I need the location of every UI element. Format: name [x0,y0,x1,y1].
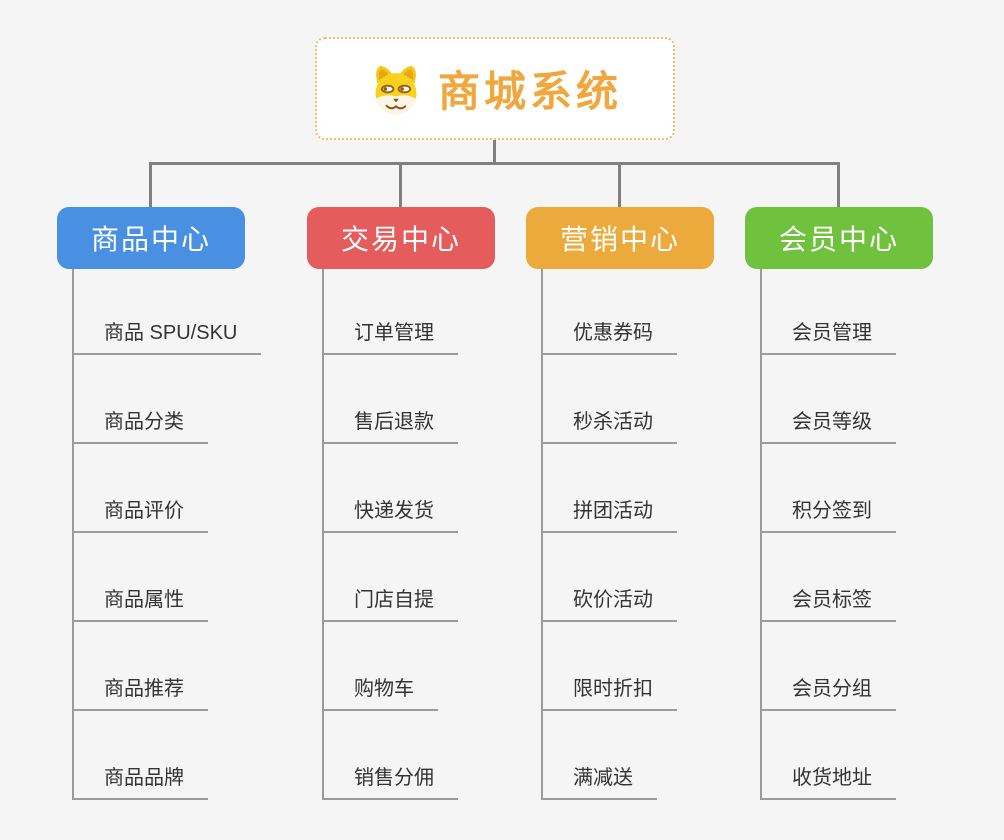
leaf-topic[interactable]: 积分签到 [762,444,896,533]
leaf-topic[interactable]: 购物车 [324,622,438,711]
branch-members-children: 会员管理 会员等级 积分签到 会员标签 会员分组 收货地址 [760,269,896,800]
leaf-topic[interactable]: 商品推荐 [74,622,208,711]
leaf-topic[interactable]: 订单管理 [324,269,458,355]
leaf-topic[interactable]: 会员等级 [762,355,896,444]
connector-drop-products [149,164,152,207]
leaf-topic[interactable]: 满减送 [543,711,657,800]
leaf-topic[interactable]: 商品 SPU/SKU [74,269,262,355]
leaf-topic[interactable]: 会员标签 [762,533,896,622]
leaf-topic[interactable]: 销售分佣 [324,711,458,800]
leaf-topic[interactable]: 商品属性 [74,533,208,622]
branch-node-products[interactable]: 商品中心 [57,207,245,269]
connector-horizontal [149,162,840,165]
branch-products: 商品中心 商品 SPU/SKU 商品分类 商品评价 商品属性 商品推荐 商品品牌 [57,207,262,800]
branch-trade-children: 订单管理 售后退款 快递发货 门店自提 购物车 销售分佣 [322,269,458,800]
dog-face-icon [368,62,424,116]
leaf-topic[interactable]: 商品分类 [74,355,208,444]
leaf-topic[interactable]: 限时折扣 [543,622,677,711]
leaf-topic[interactable]: 售后退款 [324,355,458,444]
branch-marketing-children: 优惠券码 秒杀活动 拼团活动 砍价活动 限时折扣 满减送 [541,269,677,800]
leaf-topic[interactable]: 商品评价 [74,444,208,533]
leaf-topic[interactable]: 秒杀活动 [543,355,677,444]
connector-drop-trade [399,164,402,207]
branch-products-children: 商品 SPU/SKU 商品分类 商品评价 商品属性 商品推荐 商品品牌 [72,269,262,800]
root-topic-label: 商城系统 [437,68,622,115]
leaf-topic[interactable]: 砍价活动 [543,533,677,622]
branch-node-members[interactable]: 会员中心 [745,207,933,269]
leaf-topic[interactable]: 门店自提 [324,533,458,622]
leaf-topic[interactable]: 优惠券码 [543,269,677,355]
connector-drop-marketing [618,164,621,207]
root-topic[interactable]: 商城系统 [315,37,675,140]
branch-marketing: 营销中心 优惠券码 秒杀活动 拼团活动 砍价活动 限时折扣 满减送 [526,207,714,800]
branch-members: 会员中心 会员管理 会员等级 积分签到 会员标签 会员分组 收货地址 [745,207,933,800]
leaf-topic[interactable]: 收货地址 [762,711,896,800]
branch-node-marketing[interactable]: 营销中心 [526,207,714,269]
leaf-topic[interactable]: 快递发货 [324,444,458,533]
branch-trade: 交易中心 订单管理 售后退款 快递发货 门店自提 购物车 销售分佣 [307,207,495,800]
leaf-topic[interactable]: 商品品牌 [74,711,208,800]
branch-node-trade[interactable]: 交易中心 [307,207,495,269]
leaf-topic[interactable]: 会员分组 [762,622,896,711]
connector-root-stub [493,140,496,164]
connector-drop-members [837,164,840,207]
leaf-topic[interactable]: 拼团活动 [543,444,677,533]
leaf-topic[interactable]: 会员管理 [762,269,896,355]
